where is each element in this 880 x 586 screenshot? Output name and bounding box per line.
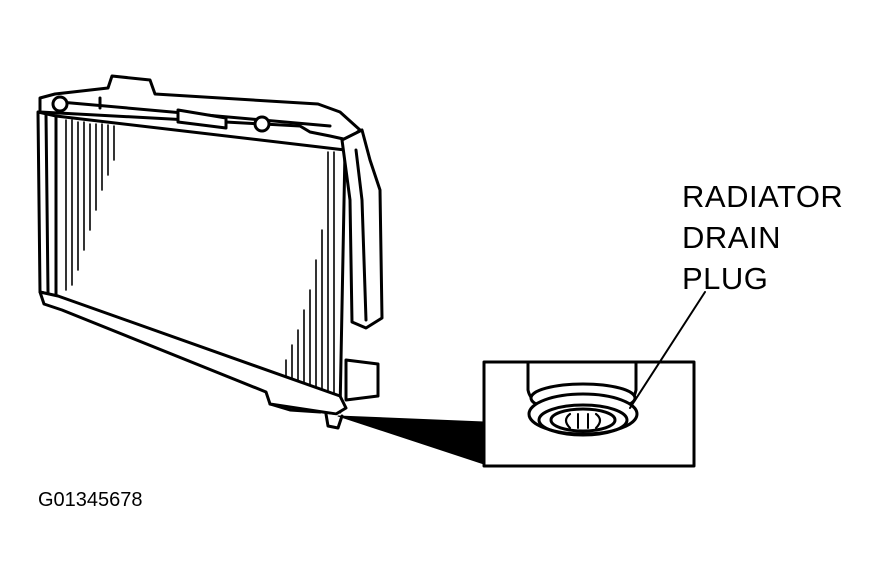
callout-line-1: RADIATOR <box>682 179 844 214</box>
radiator-core <box>36 110 347 414</box>
radiator-side-tank <box>340 128 384 402</box>
callout-line-3: PLUG <box>682 261 769 296</box>
callout-leader-line <box>629 291 706 409</box>
callout-line-2: DRAIN <box>682 220 781 255</box>
callout-label: RADIATOR DRAIN PLUG <box>682 176 843 299</box>
radiator-bottom-frame <box>38 290 348 430</box>
radiator-top-tank <box>38 74 362 142</box>
drain-plug-inset <box>482 360 696 468</box>
inset-leader-wedge <box>337 415 485 465</box>
figure-id: G01345678 <box>38 489 143 511</box>
